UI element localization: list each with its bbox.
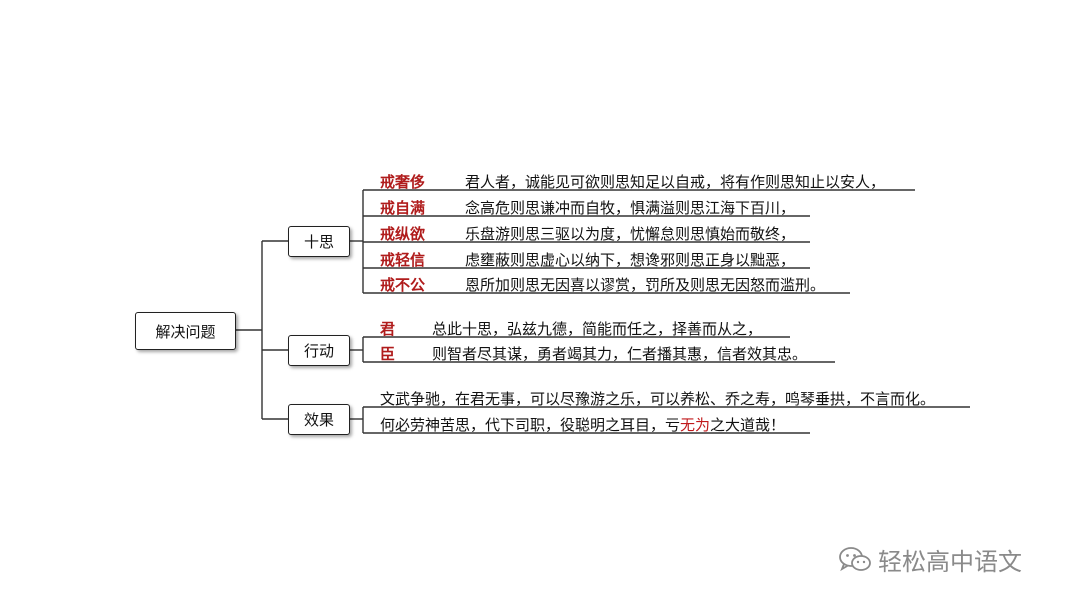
root-node: 解决问题 bbox=[135, 312, 236, 350]
branch-label-shisi: 十思 bbox=[303, 233, 334, 251]
row-text: 恩所加则思无因喜以谬赏，罚所及则思无因怒而滥刑。 bbox=[465, 276, 826, 294]
branch-node-shisi: 十思 bbox=[288, 226, 350, 257]
row-tag: 君 bbox=[380, 320, 396, 338]
row-text: 君人者，诚能见可欲则思知足以自戒，将有作则思知止以安人， bbox=[465, 173, 886, 191]
row-tag: 戒轻信 bbox=[380, 251, 426, 269]
row-tag: 戒自满 bbox=[380, 199, 426, 217]
row-tag: 臣 bbox=[380, 345, 396, 363]
row-text: 念高危则思谦冲而自牧，惧满溢则思江海下百川， bbox=[465, 199, 796, 217]
row-text-part: 何必劳神苦思，代下司职，役聪明之耳目，亏 bbox=[380, 416, 681, 434]
row-text: 乐盘游则思三驱以为度，忧懈怠则思慎始而敬终， bbox=[465, 225, 796, 243]
row-tag: 戒不公 bbox=[380, 276, 426, 294]
row-text: 虑壅蔽则思虚心以纳下，想谗邪则思正身以黜恶， bbox=[465, 251, 796, 269]
row-text-with-highlight: 何必劳神苦思，代下司职，役聪明之耳目，亏无为之大道哉！ bbox=[380, 414, 785, 435]
watermark: 轻松高中语文 bbox=[838, 542, 1022, 577]
row-text: 总此十思，弘兹九德，简能而任之，择善而从之， bbox=[432, 320, 763, 338]
branch-node-xiaoguo: 效果 bbox=[288, 404, 350, 435]
wechat-icon bbox=[839, 546, 871, 571]
watermark-text: 轻松高中语文 bbox=[878, 548, 1022, 576]
row-text: 文武争驰，在君无事，可以尽豫游之乐，可以养松、乔之寿，鸣琴垂拱，不言而化。 bbox=[380, 390, 936, 408]
highlighted-phrase: 无为 bbox=[680, 416, 711, 434]
row-tag: 戒纵欲 bbox=[380, 225, 426, 243]
branch-label-xingdong: 行动 bbox=[303, 342, 334, 360]
row-text: 则智者尽其谋，勇者竭其力，仁者播其惠，信者效其忠。 bbox=[432, 345, 808, 363]
row-tag: 戒奢侈 bbox=[380, 173, 426, 191]
row-text-part: 之大道哉！ bbox=[710, 416, 786, 434]
root-node-label: 解决问题 bbox=[155, 322, 216, 341]
branch-node-xingdong: 行动 bbox=[288, 335, 350, 366]
branch-label-xiaoguo: 效果 bbox=[303, 411, 334, 429]
